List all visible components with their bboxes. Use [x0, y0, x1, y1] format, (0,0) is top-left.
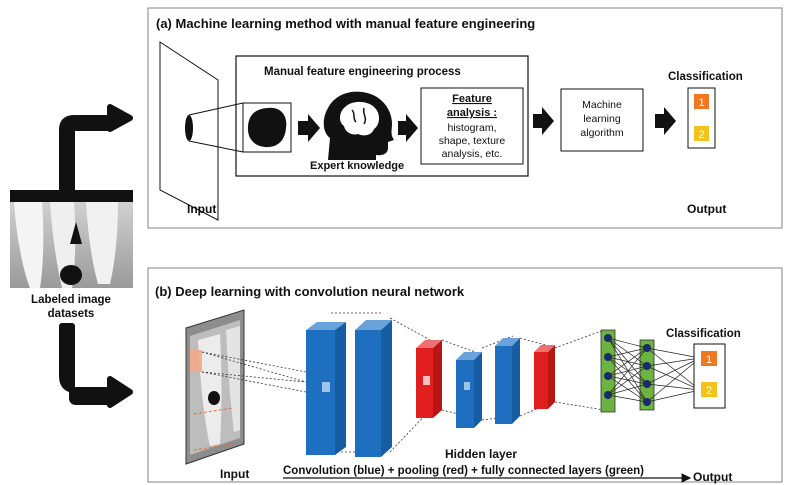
panel-a-class-2-badge: [694, 126, 709, 141]
arrow-to-panel-b: [59, 323, 133, 408]
ml-algorithm-box: [560, 88, 644, 152]
panel-a-classification-label: Classification: [668, 71, 743, 83]
pool-layer-1: [416, 340, 442, 418]
panel-b-input-label: Input: [220, 467, 249, 481]
conv-layer-2: [355, 320, 392, 457]
panel-a-class-1-badge: [694, 94, 709, 109]
arrow-3: [533, 107, 554, 135]
feature-analysis-line: histogram,: [447, 122, 496, 134]
panel-b-classification-label: Classification: [666, 328, 741, 340]
dataset-block: Labeled image datasets: [10, 104, 133, 408]
ml-algorithm-line: algorithm: [580, 127, 623, 139]
hidden-layer-label: Hidden layer: [445, 447, 517, 461]
feature-engineering-box: [235, 55, 529, 177]
feature-engineering-title: Manual feature engineering process: [264, 66, 461, 78]
arrow-2: [398, 114, 418, 142]
panel-a-output-label: Output: [687, 202, 726, 216]
pipeline-caption: Convolution (blue) + pooling (red) + ful…: [283, 465, 644, 477]
expert-knowledge-label: Expert knowledge: [310, 160, 404, 172]
panel-b-class-1-badge: [701, 351, 717, 366]
dataset-label-2: datasets: [48, 308, 95, 320]
panel-b: (b) Deep learning with convolution neura…: [147, 267, 783, 484]
panel-b-class-1-text: 1: [706, 354, 712, 366]
panel-a-title: (a) Machine learning method with manual …: [156, 16, 535, 31]
conv-layer-3: [456, 352, 482, 428]
lesion-shape: [185, 115, 193, 141]
panel-a-class-1-text: 1: [698, 97, 704, 109]
dataset-lesion: [60, 265, 82, 285]
feature-analysis-box: [420, 87, 524, 165]
fully-connected-layers: [600, 329, 701, 413]
feature-analysis-title-1: Feature: [452, 93, 492, 105]
panel-b-class-2-text: 2: [706, 385, 712, 397]
arrow-4: [655, 107, 676, 135]
arrow-1: [298, 114, 320, 142]
dataset-label-1: Labeled image: [31, 294, 111, 306]
panel-b-input-image: [185, 309, 245, 465]
fc-layer-2: [639, 339, 655, 411]
ml-algorithm-line: learning: [583, 113, 621, 125]
fc-layer-1: [600, 329, 616, 413]
pool-layer-2: [534, 345, 555, 409]
panel-b-output-label: Output: [693, 470, 732, 484]
panel-a-class-2-text: 2: [698, 129, 704, 141]
roi-box: [242, 102, 292, 153]
head-brain-icon: [323, 91, 394, 160]
panel-b-class-2-badge: [701, 382, 717, 397]
panel-a: (a) Machine learning method with manual …: [147, 7, 783, 229]
arrow-to-panel-a: [59, 104, 133, 193]
feature-analysis-title-2: analysis :: [447, 107, 497, 119]
ml-algorithm-line: Machine: [582, 99, 622, 111]
roi-blob: [247, 107, 287, 148]
conv-layer-1: [306, 322, 346, 455]
feature-analysis-line: shape, texture: [439, 135, 506, 147]
panel-b-title: (b) Deep learning with convolution neura…: [155, 284, 465, 299]
conv-layer-4: [495, 338, 520, 424]
panel-a-input-label: Input: [187, 202, 216, 216]
feature-analysis-line: analysis, etc.: [442, 148, 503, 160]
